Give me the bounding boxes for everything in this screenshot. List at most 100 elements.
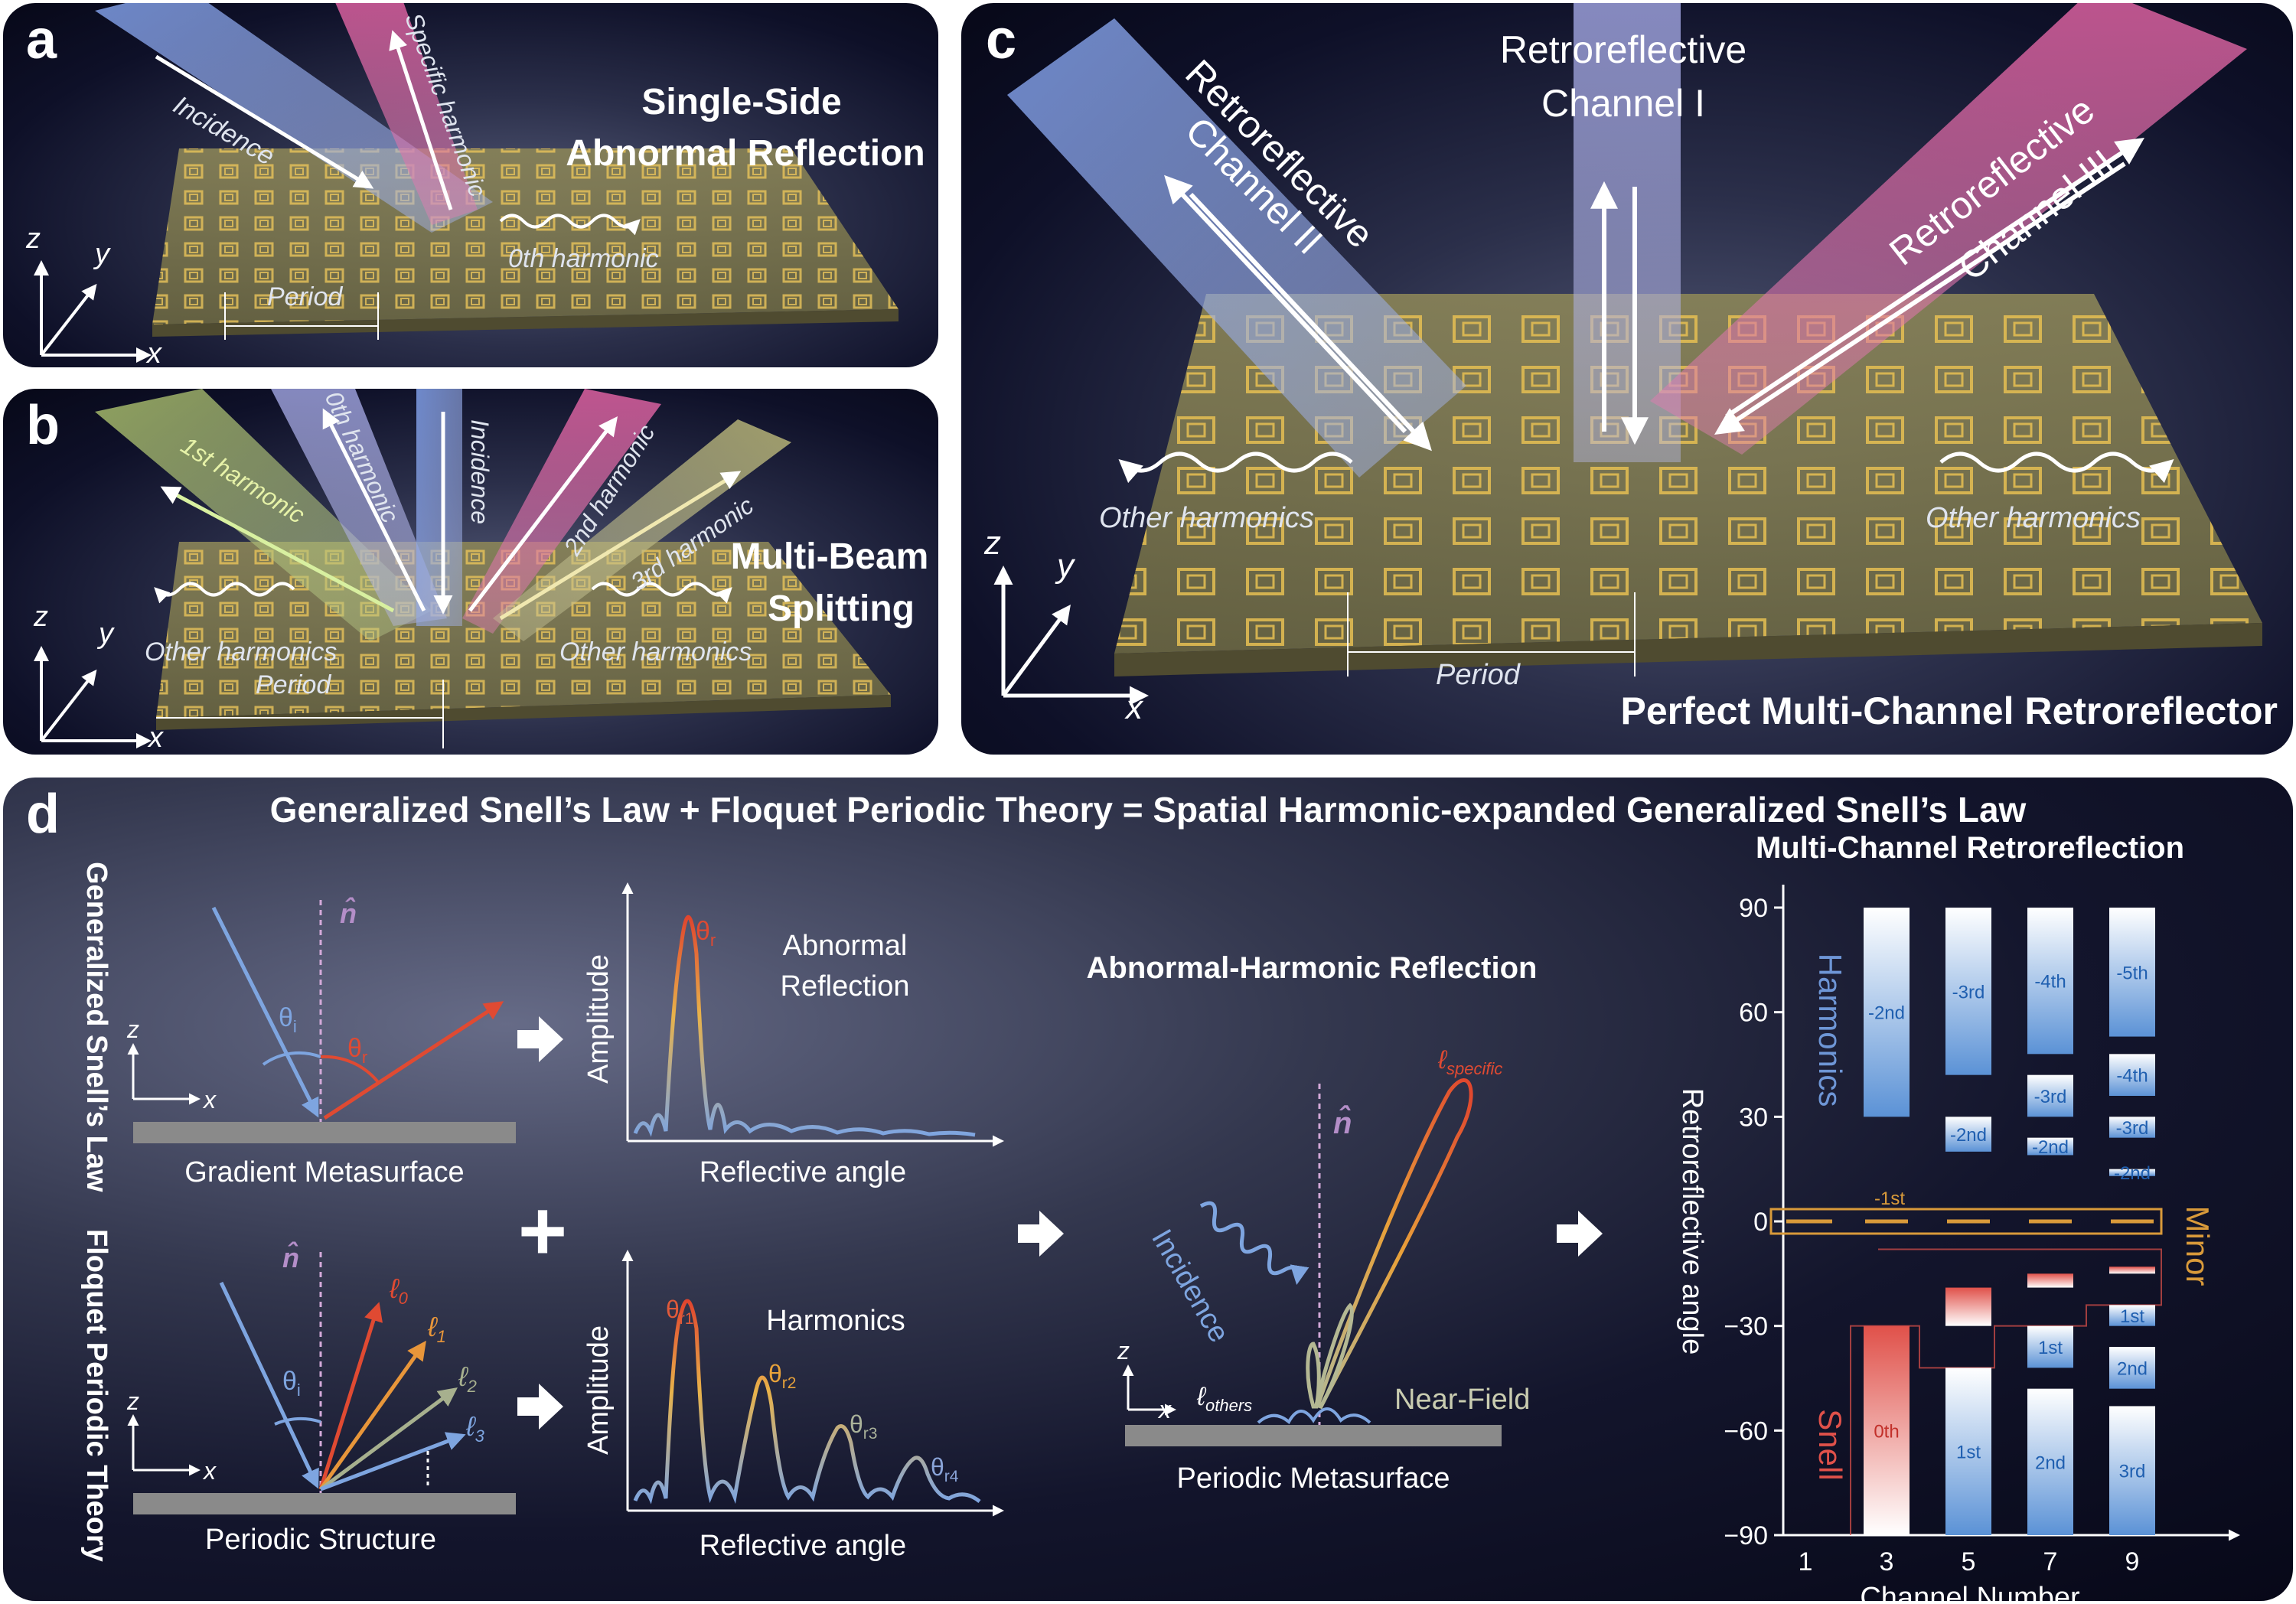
chart-bar xyxy=(2027,1074,2073,1117)
bar-label: -4th xyxy=(2034,972,2066,993)
plot1-note-2: Reflection xyxy=(781,970,910,1002)
bar-label: -4th xyxy=(2116,1066,2148,1087)
x-tick-label: 3 xyxy=(1880,1547,1894,1576)
other-harmonics-left: Other harmonics xyxy=(145,637,337,667)
axis-x-label: x xyxy=(147,722,165,754)
x-tick-label: 7 xyxy=(2043,1547,2058,1576)
chart-bar xyxy=(2109,1347,2155,1389)
specific-harmonic-beam xyxy=(335,3,478,225)
chart-bar xyxy=(2109,1169,2155,1176)
y-tick-label: 30 xyxy=(1739,1103,1768,1132)
axis-x-bottom: x xyxy=(202,1457,217,1485)
near-field-label: Near-Field xyxy=(1394,1384,1530,1416)
panel-c-title: Perfect Multi-Channel Retroreflector xyxy=(1621,690,2278,732)
axis-z-label: z xyxy=(33,601,48,633)
title-line-1: Multi-Beam xyxy=(731,536,929,577)
y-tick-label: 90 xyxy=(1739,894,1768,923)
bar-label: -2nd xyxy=(1868,1003,1905,1024)
other-harmonics-right: Other harmonics xyxy=(1926,502,2141,534)
axis-x-label: x xyxy=(145,337,163,367)
periodic-metasurface xyxy=(1125,1425,1502,1446)
axis-y-label: y xyxy=(1055,547,1076,585)
bar-label: -2nd xyxy=(2032,1137,2069,1158)
theta-i-bottom: θi xyxy=(282,1367,301,1400)
period-label: Period xyxy=(1436,659,1521,691)
arrow-2 xyxy=(517,1384,563,1430)
x-tick-label: 1 xyxy=(1799,1547,1813,1576)
y-tick-label: −30 xyxy=(1724,1312,1768,1342)
axis-x-middle: x xyxy=(1157,1396,1172,1423)
chart-bar xyxy=(2109,1305,2155,1326)
l3-label: ℓ3 xyxy=(465,1410,485,1446)
other-harmonics-left: Other harmonics xyxy=(1099,502,1314,534)
gradient-metasurface xyxy=(133,1122,516,1143)
side-label-snell: Generalized Snell’s Law xyxy=(80,862,113,1192)
plot2-curve xyxy=(633,1299,981,1505)
arrow-1 xyxy=(517,1016,563,1062)
near-field-bumps xyxy=(1257,1407,1371,1425)
chart-bar xyxy=(2027,1137,2073,1156)
plus-symbol: + xyxy=(518,1184,567,1278)
plot2-xlabel: Reflective angle xyxy=(700,1530,906,1562)
bar-label: 1st xyxy=(2120,1306,2144,1327)
arrow-4 xyxy=(1557,1211,1603,1257)
plot1-xlabel: Reflective angle xyxy=(700,1156,906,1188)
axis-z-label: z xyxy=(983,524,1001,562)
bar-label: -2nd xyxy=(2114,1163,2151,1184)
chart-bar xyxy=(2027,1273,2073,1288)
minor-band xyxy=(1769,1208,2163,1235)
arrow-3 xyxy=(1018,1211,1064,1257)
chart-bar xyxy=(2027,908,2073,1055)
incidence-beam-b xyxy=(416,389,462,626)
minor-group-label: Minor xyxy=(2180,1205,2216,1286)
period-label: Period xyxy=(256,670,331,699)
plot2-note: Harmonics xyxy=(766,1305,905,1337)
bar-label: 0th xyxy=(1874,1421,1899,1442)
title-line-1: Single-Side xyxy=(641,82,841,122)
l2-label: ℓ2 xyxy=(458,1361,477,1396)
y-tick-label: −90 xyxy=(1724,1521,1768,1550)
axis-x-top: x xyxy=(202,1086,217,1113)
incidence-label: Incidence xyxy=(466,419,494,524)
axis-z-middle: z xyxy=(1117,1337,1130,1364)
chart-bar xyxy=(1945,908,1991,1075)
others-label: ℓothers xyxy=(1196,1382,1252,1415)
chart-bar xyxy=(1945,1368,1991,1535)
axis-y-label: y xyxy=(96,618,115,650)
l0-label: ℓ0 xyxy=(389,1273,409,1308)
chart-bar xyxy=(1864,908,1910,1117)
title-line-2: Abnormal Reflection xyxy=(566,133,925,174)
y-tick-label: 60 xyxy=(1739,999,1768,1028)
first-harmonic-beam xyxy=(95,389,432,641)
plot2-peak-label: θr2 xyxy=(768,1360,796,1392)
bar-label: -3rd xyxy=(2116,1118,2149,1139)
panel-letter-b: b xyxy=(26,395,60,456)
axis-z-top: z xyxy=(126,1016,139,1043)
snell-group-label: Snell xyxy=(1812,1409,1848,1480)
panel-letter-d: d xyxy=(26,784,60,845)
incidence-arrow xyxy=(155,54,374,189)
other-harmonics-right: Other harmonics xyxy=(559,637,752,667)
plot1-note-1: Abnormal xyxy=(783,930,908,962)
y-tick-label: −60 xyxy=(1724,1417,1768,1446)
bar-label: -2nd xyxy=(1950,1125,1987,1146)
bar-label: 2nd xyxy=(2117,1358,2148,1379)
chart-bar xyxy=(2109,1406,2155,1535)
title-line-2: Splitting xyxy=(768,588,915,629)
second-harmonic-beam xyxy=(462,389,661,634)
chart-bar xyxy=(2027,1325,2073,1368)
zeroth-wave xyxy=(499,214,641,236)
panel-letter-a: a xyxy=(26,9,57,70)
plot1-peak-label: θr xyxy=(696,917,716,950)
period-label: Period xyxy=(267,282,343,311)
minor-label: -1st xyxy=(1874,1188,1905,1209)
chart-bar xyxy=(2109,1117,2155,1138)
channel-1-line-2: Channel I xyxy=(1541,82,1705,125)
zeroth-harmonic-label: 0th harmonic xyxy=(508,244,659,273)
plot1-ylabel: Amplitude xyxy=(582,954,615,1084)
chart-bar xyxy=(2109,1054,2155,1096)
theta-i-top: θi xyxy=(279,1003,297,1036)
bar-label: 3rd xyxy=(2119,1462,2146,1482)
gradient-caption: Gradient Metasurface xyxy=(184,1156,464,1188)
bar-label: 1st xyxy=(2038,1338,2063,1358)
